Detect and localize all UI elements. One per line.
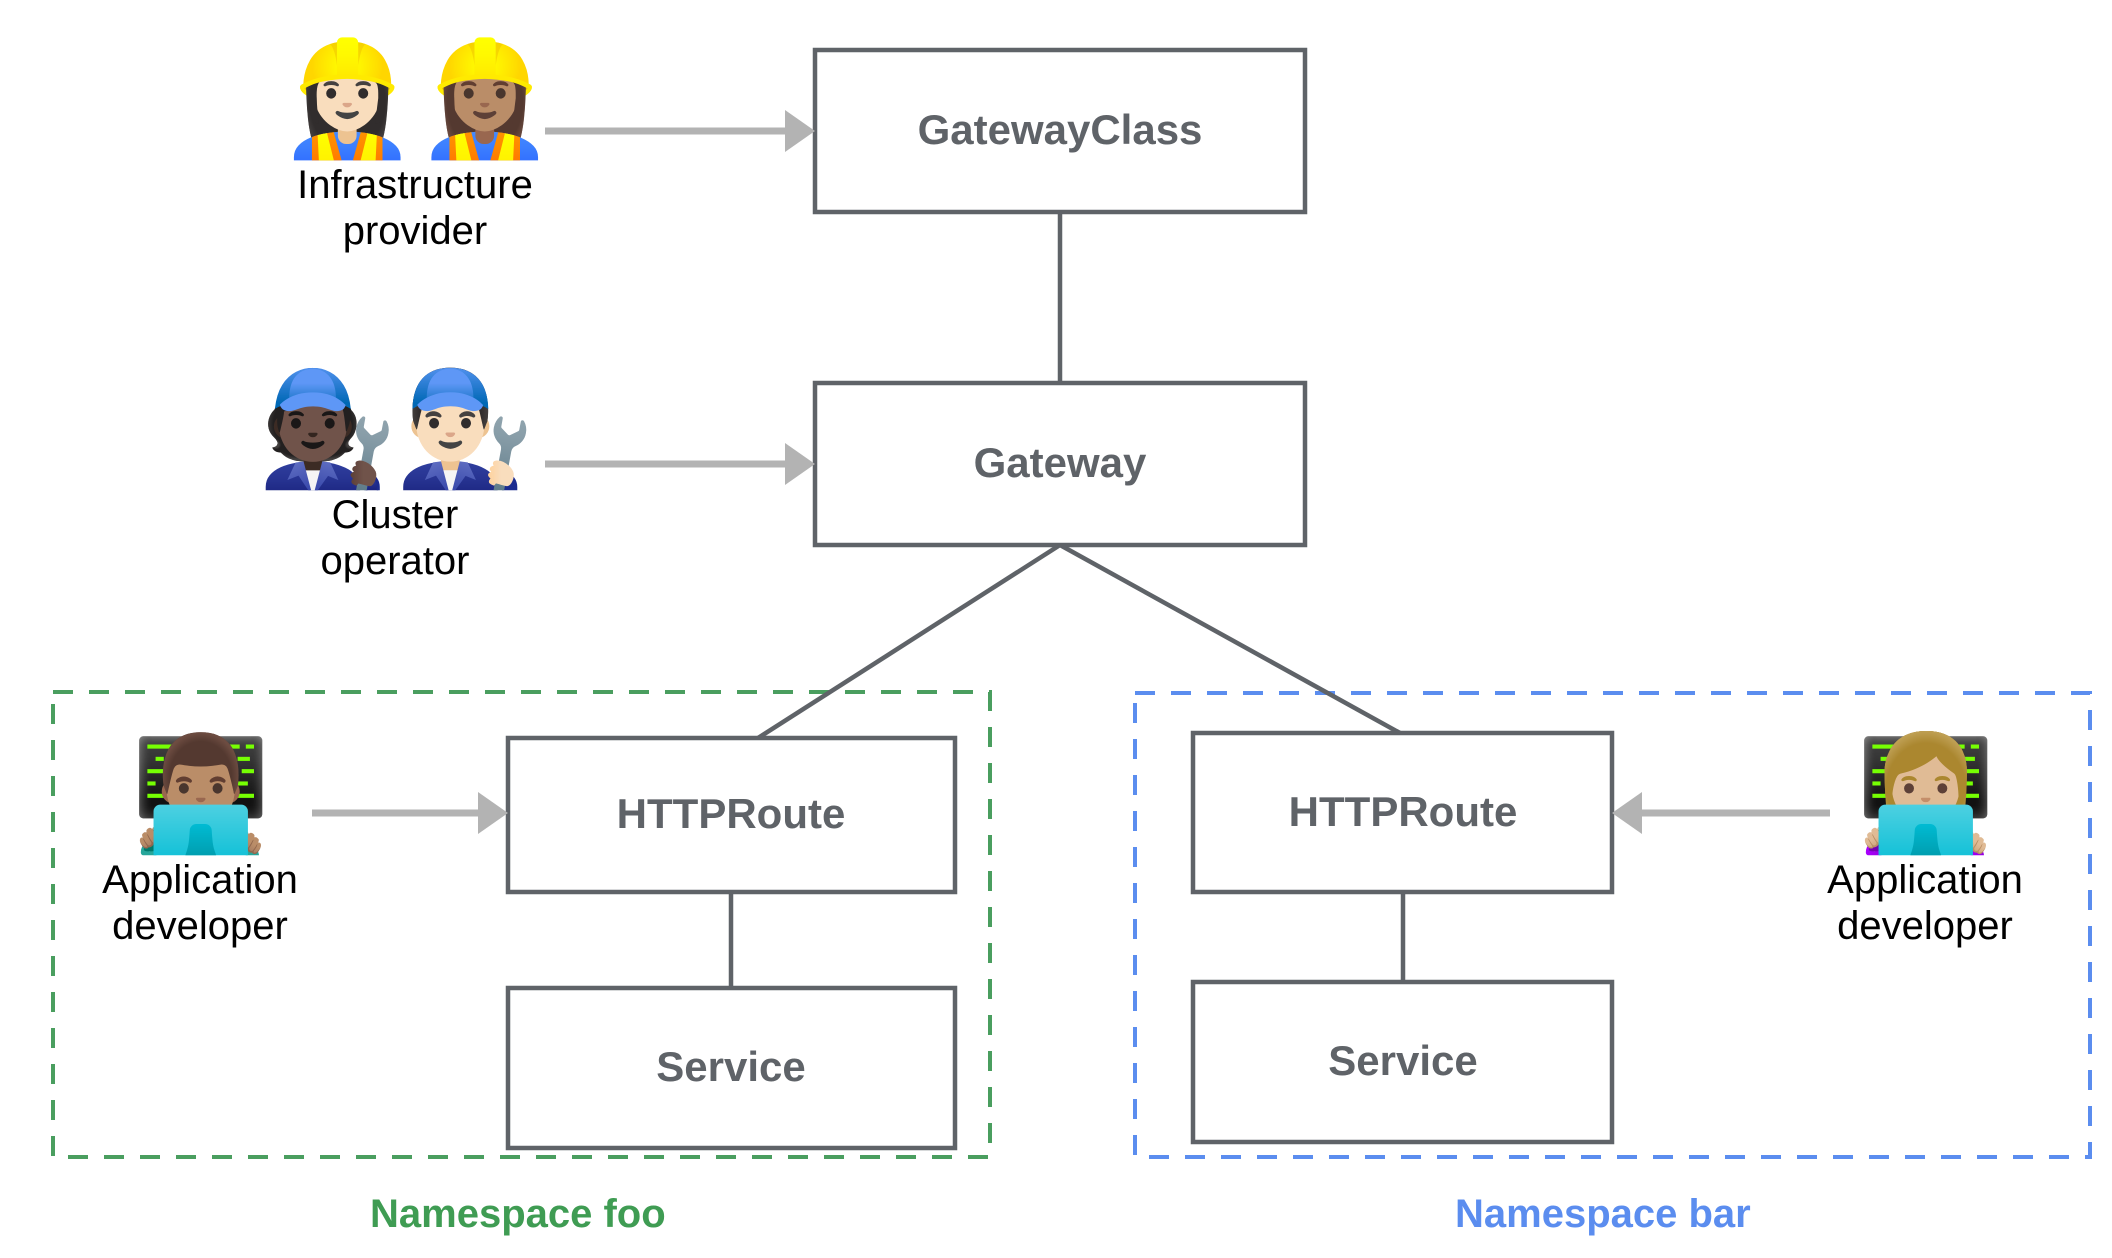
node-gatewayclass-label: GatewayClass [918, 106, 1203, 153]
persona-infrastructure-provider-label: Infrastructure provider [297, 162, 533, 253]
namespace-foo-boundary [51, 690, 992, 1159]
node-service-foo-label: Service [656, 1043, 805, 1090]
persona-cluster-operator-label: Cluster operator [320, 492, 470, 583]
man-technologist-emoji: 👨🏽‍💻 [131, 731, 270, 856]
persona-application-developer-bar: 👩🏼‍💻 Application developer [1810, 735, 2040, 949]
woman-technologist-emoji: 👩🏼‍💻 [1856, 731, 1995, 856]
arrow-application-developer-foo [312, 792, 508, 834]
node-httproute-bar-label: HTTPRoute [1289, 788, 1518, 835]
namespace-bar-boundary [1133, 691, 2092, 1159]
connector-gateway-httproute-foo [756, 543, 1062, 740]
node-httproute-bar[interactable] [1190, 730, 1615, 895]
persona-infrastructure-provider: 👷🏻‍♀️👷🏽‍♀️ Infrastructure provider [270, 40, 560, 254]
arrow-infrastructure-provider [545, 110, 815, 152]
arrow-cluster-operator [545, 443, 815, 485]
woman-construction-worker-emoji: 👷🏻‍♀️👷🏽‍♀️ [277, 36, 555, 161]
persona-application-developer-foo: 👨🏽‍💻 Application developer [85, 735, 315, 949]
namespace-foo-label: Namespace foo [370, 1192, 666, 1236]
persona-application-developer-bar-label: Application developer [1827, 857, 2023, 948]
arrow-application-developer-bar [1612, 792, 1830, 834]
node-service-bar-label: Service [1328, 1037, 1477, 1084]
namespace-bar-label: Namespace bar [1455, 1192, 1751, 1236]
node-service-foo[interactable] [505, 985, 958, 1151]
mechanic-emoji: 🧑🏿‍🔧👨🏻‍🔧 [257, 366, 535, 491]
node-gateway[interactable] [812, 380, 1308, 548]
node-service-bar[interactable] [1190, 979, 1615, 1145]
persona-application-developer-foo-label: Application developer [102, 857, 298, 948]
node-httproute-foo[interactable] [505, 735, 958, 895]
node-gatewayclass[interactable] [812, 47, 1308, 215]
connector-gateway-httproute-bar [1058, 543, 1402, 735]
node-httproute-foo-label: HTTPRoute [617, 790, 846, 837]
persona-cluster-operator: 🧑🏿‍🔧👨🏻‍🔧 Cluster operator [250, 370, 540, 584]
node-gateway-label: Gateway [974, 439, 1147, 486]
